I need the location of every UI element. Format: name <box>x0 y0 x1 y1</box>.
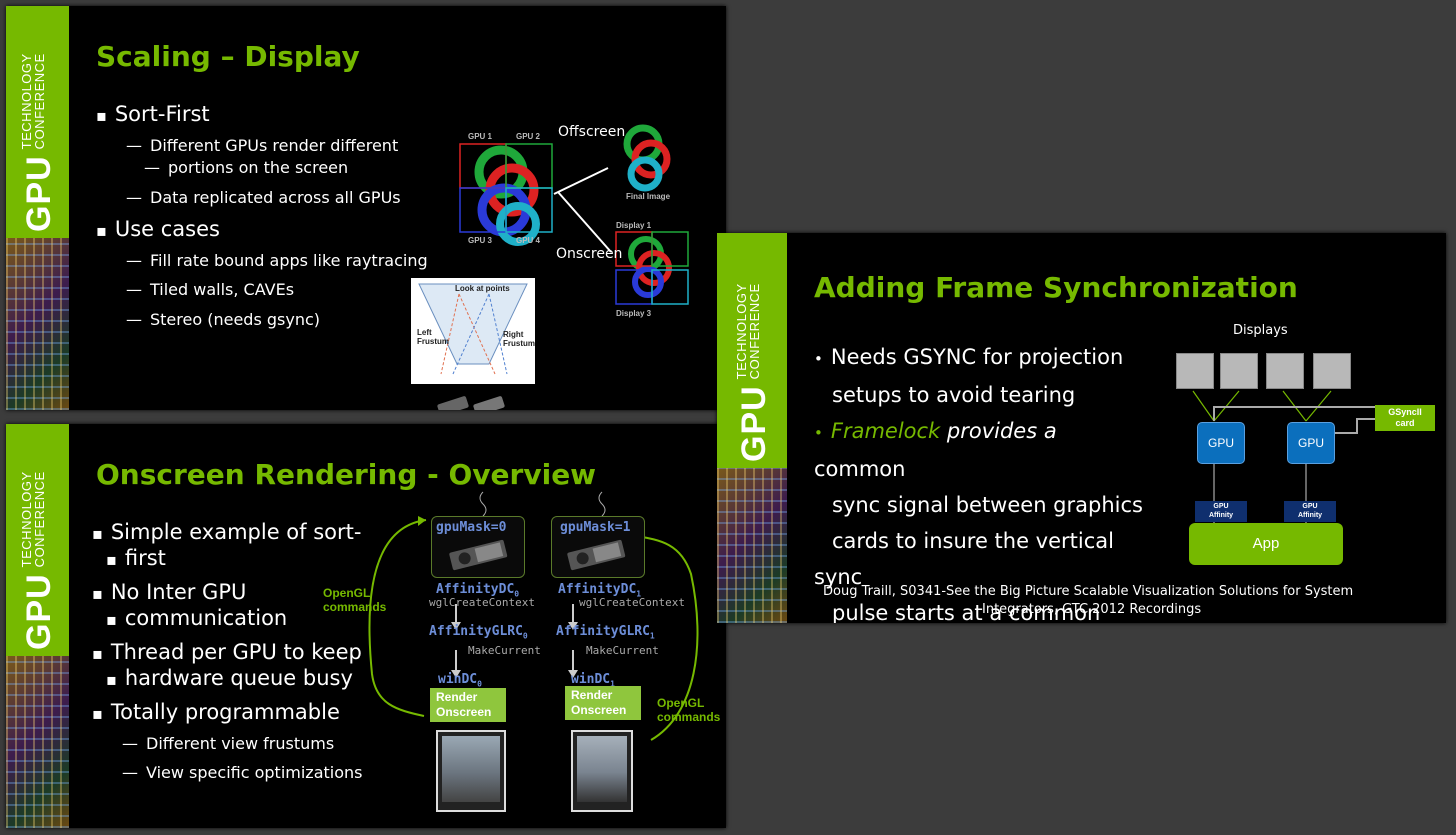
make-current-left: MakeCurrent <box>468 644 541 657</box>
create-context-left: wglCreateContext <box>429 596 535 609</box>
display-panel <box>1176 353 1214 389</box>
bullet: Totally programmable <box>92 700 340 724</box>
bullet: Use cases <box>96 217 220 241</box>
sub-bullet: Fill rate bound apps like raytracing <box>126 251 428 270</box>
credit-line-1: Doug Traill, S0341-See the Big Picture S… <box>823 584 1354 599</box>
display-panel <box>1220 353 1258 389</box>
gpu-mask-right: gpuMask=1 <box>560 520 631 535</box>
left-frustum-label: Left Frustum <box>417 328 449 346</box>
flow-arrows <box>368 491 699 741</box>
final-image-label: Final Image <box>626 192 671 201</box>
graphics-card-icon <box>449 539 508 571</box>
create-context-right: wglCreateContext <box>579 596 685 609</box>
affinity-dc-right: AffinityDC1 <box>558 582 642 599</box>
affinity-glrc-right: AffinityGLRC1 <box>556 624 655 641</box>
gpu-label: GPU 3 <box>468 236 493 245</box>
graphics-card-icon <box>567 539 626 571</box>
slide-title: Adding Frame Synchronization <box>814 271 1298 304</box>
graphics-cards-icon <box>437 396 505 410</box>
sub-bullet: Different GPUs render different <box>126 136 398 155</box>
slide-title: Onscreen Rendering - Overview <box>96 458 597 491</box>
display-label: Display 3 <box>616 309 652 318</box>
gpu-label: GPU 4 <box>516 236 541 245</box>
display-panel <box>1313 353 1351 389</box>
affinity-glrc-left: AffinityGLRC0 <box>429 624 528 641</box>
display-label: Display 1 <box>616 221 652 230</box>
gpu-label: GPU 2 <box>516 132 541 141</box>
gpu-tiles-diagram <box>459 124 689 305</box>
sub-bullet: View specific optimizations <box>122 763 362 782</box>
frustum-figure: Look at points Left Frustum Right Frustu… <box>411 278 535 384</box>
slide-title: Scaling – Display <box>96 40 360 73</box>
right-frustum-label: Right Frustum <box>503 330 535 348</box>
bullet: No Inter GPU <box>92 580 247 604</box>
sync-connectors <box>1192 390 1387 531</box>
bullet-cont: first <box>106 546 166 570</box>
gpu-box-left <box>431 516 525 578</box>
app-block: App <box>1189 523 1343 565</box>
render-output-left <box>436 730 506 812</box>
sub-bullet: Tiled walls, CAVEs <box>126 280 294 299</box>
gpu-block-right: GPU <box>1287 422 1335 464</box>
sub-bullet-cont: portions on the screen <box>144 158 348 177</box>
displays-label: Displays <box>1233 323 1288 338</box>
sub-bullet: Different view frustums <box>122 734 334 753</box>
gpu-block-left: GPU <box>1197 422 1245 464</box>
bullet: Simple example of sort- <box>92 520 362 544</box>
sub-bullet: Stereo (needs gsync) <box>126 310 320 329</box>
bullet-gsync: •Needs GSYNC for projection setups to av… <box>814 345 1143 623</box>
display-panel <box>1266 353 1304 389</box>
win-dc-left: winDC0 <box>438 672 482 689</box>
make-current-right: MakeCurrent <box>586 644 659 657</box>
sub-bullet: Data replicated across all GPUs <box>126 188 401 207</box>
gpu-mask-left: gpuMask=0 <box>436 520 507 535</box>
win-dc-right: winDC1 <box>571 672 615 689</box>
sort-first-figure: GPU 1 GPU 2 GPU 3 GPU 4 Offscreen Onscre… <box>456 114 696 324</box>
bullet: Sort-First <box>96 102 210 126</box>
affinity-dc-left: AffinityDC0 <box>436 582 520 599</box>
render-output-right <box>571 730 633 812</box>
bullet-cont: hardware queue busy <box>106 666 353 690</box>
bullet: Thread per GPU to keep <box>92 640 362 664</box>
bullet-cont: communication <box>106 606 287 630</box>
credit-line-2: Integrators, GTC 2012 Recordings <box>982 602 1202 617</box>
onscreen-label: Onscreen <box>556 246 623 262</box>
look-at-label: Look at points <box>455 284 510 293</box>
offscreen-label: Offscreen <box>558 124 626 140</box>
gpu-label: GPU 1 <box>468 132 493 141</box>
